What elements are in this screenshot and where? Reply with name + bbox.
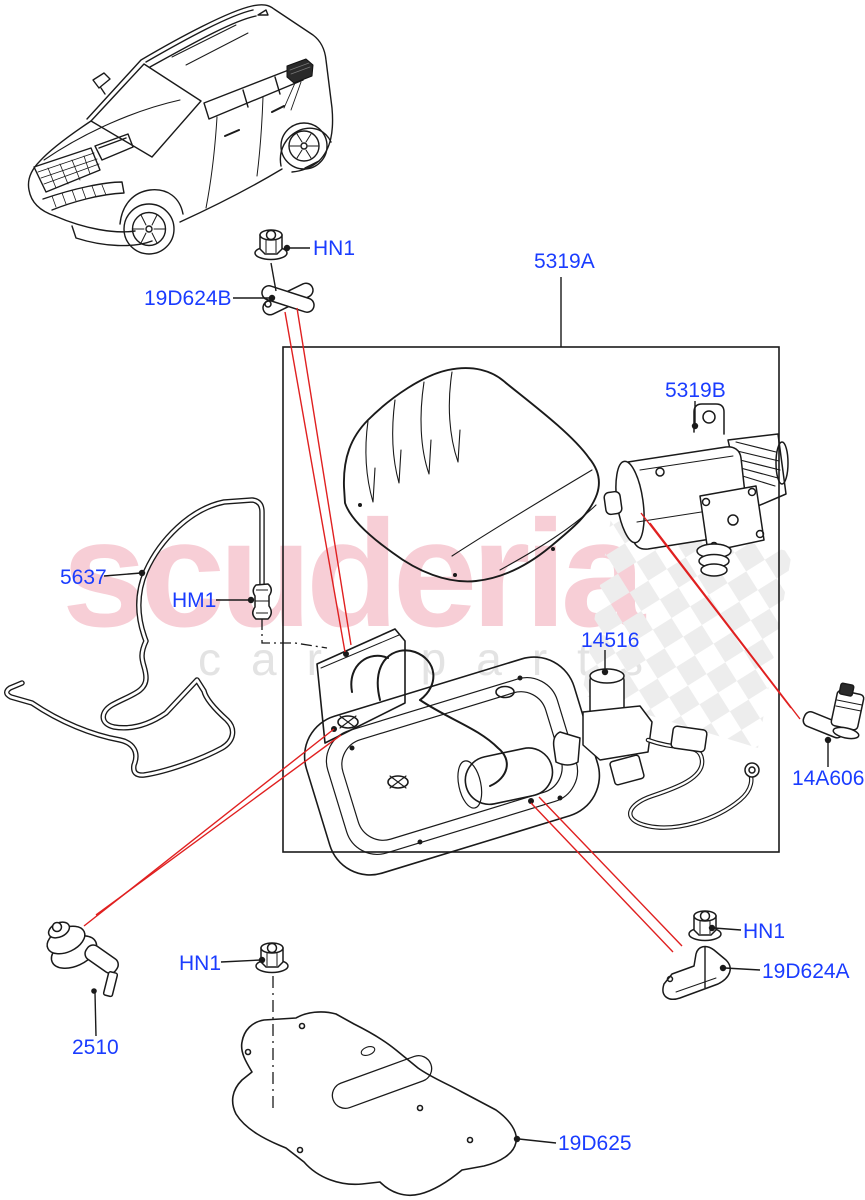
flange-nut-bottom-right xyxy=(688,910,722,942)
heat-shield-drawing xyxy=(231,1011,518,1197)
support-bracket-b-drawing xyxy=(261,282,315,316)
leader-lines xyxy=(91,244,832,1144)
rubber-isolator-drawing xyxy=(46,921,119,998)
assembly-boundary-box xyxy=(282,346,780,853)
mounting-tray-drawing xyxy=(303,628,601,876)
callout-hn1-bottom-right[interactable]: HN1 xyxy=(743,920,786,943)
callout-19d625[interactable]: 19D625 xyxy=(558,1132,632,1155)
callout-14a606[interactable]: 14A606 xyxy=(792,767,865,790)
callout-5319a[interactable]: 5319A xyxy=(534,250,595,273)
pressure-sensor-drawing xyxy=(802,682,865,740)
install-locator-line xyxy=(261,619,328,649)
callout-14516[interactable]: 14516 xyxy=(581,629,640,652)
watermark-checkered-flag xyxy=(582,512,792,748)
callout-hn1-top[interactable]: HN1 xyxy=(313,237,356,260)
compressor-cover-drawing xyxy=(343,367,600,583)
cross-reference-lines xyxy=(83,307,801,953)
watermark-brand-text: scuderia xyxy=(62,489,645,659)
callout-5319b[interactable]: 5319B xyxy=(665,379,726,402)
air-compressor-drawing xyxy=(603,403,789,577)
callout-hn1-bottom-left[interactable]: HN1 xyxy=(179,952,222,975)
solenoid-valve-drawing xyxy=(552,668,760,830)
tube-connector-drawing xyxy=(252,583,272,620)
callout-2510[interactable]: 2510 xyxy=(72,1036,119,1059)
callout-hm1[interactable]: HM1 xyxy=(172,589,217,612)
vehicle-thumbnail xyxy=(27,4,334,255)
nut-to-bracket-line xyxy=(270,262,277,292)
callout-19d624b[interactable]: 19D624B xyxy=(144,287,232,310)
air-tube-drawing xyxy=(4,497,265,778)
callout-19d624a[interactable]: 19D624A xyxy=(762,960,850,983)
support-bracket-a-drawing xyxy=(662,945,731,1000)
callout-5637[interactable]: 5637 xyxy=(60,566,107,589)
flange-nut-top xyxy=(254,229,288,261)
